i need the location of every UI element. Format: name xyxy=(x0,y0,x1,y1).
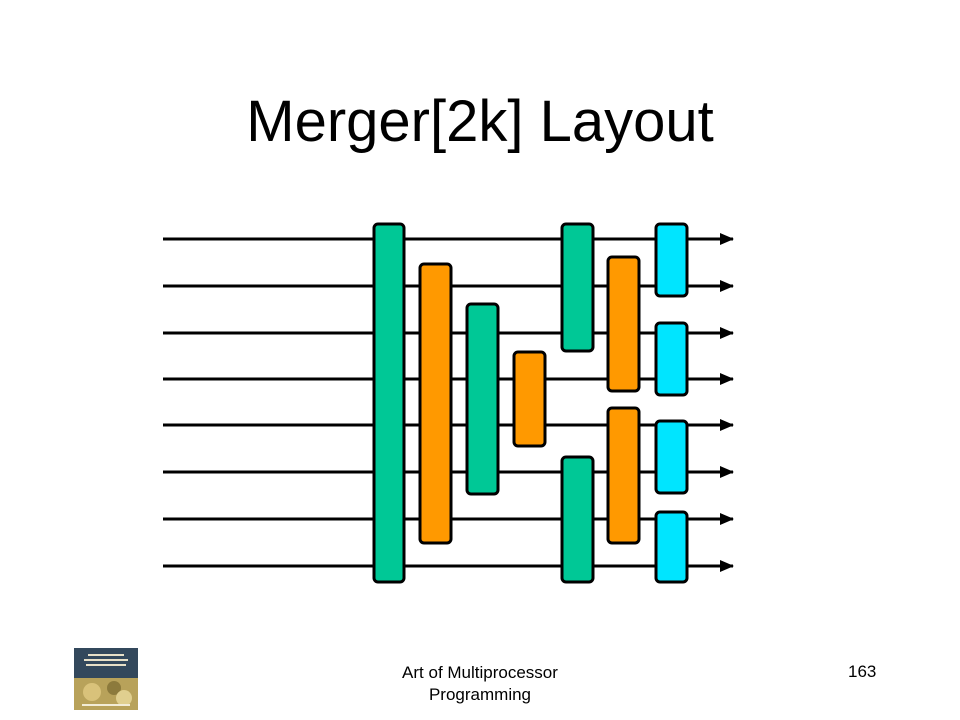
green-comparator-block xyxy=(372,222,406,584)
page-number: 163 xyxy=(848,662,877,681)
orange-comparator-block xyxy=(606,255,641,393)
footer-book-title: Art of Multiprocessor Programming xyxy=(402,663,558,704)
comparators xyxy=(372,222,689,584)
green-comparator-block xyxy=(560,222,595,353)
cyan-comparator-block xyxy=(654,419,689,495)
orange-comparator-block xyxy=(512,350,547,448)
cyan-comparator-block xyxy=(654,510,689,584)
orange-comparator-block xyxy=(418,262,453,545)
slide-title: Merger[2k] Layout xyxy=(246,89,714,154)
orange-comparator-block xyxy=(606,406,641,545)
book-cover-icon xyxy=(74,648,138,710)
cyan-comparator-block xyxy=(654,222,689,298)
green-comparator-block xyxy=(560,455,595,584)
green-comparator-block xyxy=(465,302,500,496)
cyan-comparator-block xyxy=(654,321,689,397)
